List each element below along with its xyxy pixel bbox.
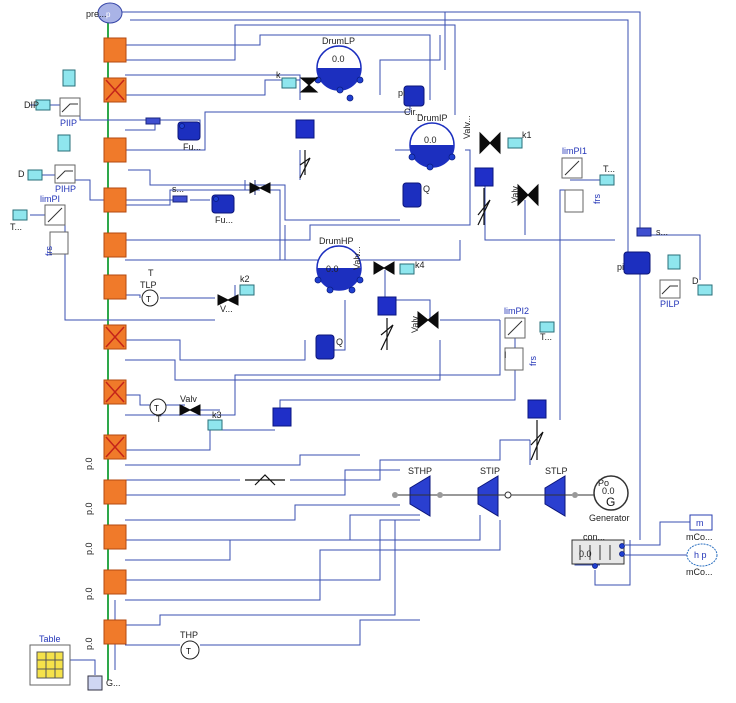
pumps: Fu... Fu... Cir... Q Q pi pi xyxy=(177,85,651,360)
input-dip: DIP xyxy=(24,100,39,110)
input-t-2: T... xyxy=(603,164,615,174)
svg-text:p.0: p.0 xyxy=(84,542,94,555)
drum-ip-value: 0.0 xyxy=(424,135,437,145)
input-d-lp: D xyxy=(692,276,699,286)
drum-ip-label: DrumIP xyxy=(417,113,448,123)
valve-label-5: Valv xyxy=(180,394,197,404)
generator-letter: G xyxy=(606,495,615,509)
pump-pi-2: pi xyxy=(398,88,405,98)
frs-label-1: frs xyxy=(44,246,54,256)
output-hp-label: mCo... xyxy=(686,567,713,577)
temperature-sensors: T TLP T T T THP xyxy=(140,280,200,660)
input-k1: k1 xyxy=(522,130,532,140)
blue-blocks xyxy=(245,119,547,486)
pump-label-1: Fu... xyxy=(183,142,201,152)
table-label: Table xyxy=(39,634,61,644)
condenser-value: 0.0 xyxy=(579,549,592,559)
sensor-thp: THP xyxy=(180,630,198,640)
piip-label: PIIP xyxy=(60,118,77,128)
generator-port: Po xyxy=(598,478,609,488)
temp-label-hp: T xyxy=(148,268,154,278)
drum-ip: DrumIP 0.0 xyxy=(408,113,456,171)
sensor-tip: T xyxy=(156,414,162,424)
connection-wires xyxy=(30,11,701,680)
turbine-lp-label: STLP xyxy=(545,466,568,476)
frs-label-3: frs xyxy=(528,356,538,366)
pump-label-2: Fu... xyxy=(215,215,233,225)
pump-q-1: Q xyxy=(423,184,430,194)
limpi2-label: limPI2 xyxy=(504,306,529,316)
svg-text:p.0: p.0 xyxy=(84,587,94,600)
drum-ip-aux: I xyxy=(504,350,507,360)
drum-lp-value: 0.0 xyxy=(332,54,345,64)
setpoint-blocks: PIIP PIHP PILP xyxy=(54,97,681,309)
output-hp-box: h p xyxy=(694,550,707,560)
condenser-label: con... xyxy=(583,532,605,542)
drum-hp-value: 0.0 xyxy=(326,264,339,274)
valves: Valv... Valv Valv... Valv Valv V... xyxy=(179,77,539,416)
limpi1-label: limPI1 xyxy=(562,146,587,156)
svg-text:T: T xyxy=(154,404,159,413)
condenser: con... 0.0 xyxy=(571,532,625,569)
pihp-label: PIHP xyxy=(55,184,76,194)
pi-controllers: limPI frs limPI1 frs limPI2 frs xyxy=(40,146,602,371)
svg-text:T: T xyxy=(186,647,191,656)
frs-label-2: frs xyxy=(592,194,602,204)
generator-value: 0.0 xyxy=(602,486,615,496)
generator-label: Generator xyxy=(589,513,630,523)
valve-label-2: Valv xyxy=(510,186,520,203)
svg-text:p.0: p.0 xyxy=(84,502,94,515)
input-k4: k4 xyxy=(415,260,425,270)
pump-pi-1: pi xyxy=(617,262,624,272)
splitter-label-1: s... xyxy=(172,184,184,194)
valve-label-6: V... xyxy=(220,304,233,314)
svg-text:p.0: p.0 xyxy=(84,637,94,650)
steam-turbines: STHP STIP STLP Po 0.0 G Generator xyxy=(392,466,630,523)
svg-text:p.0: p.0 xyxy=(84,457,94,470)
sensor-tlp: TLP xyxy=(140,280,157,290)
splitter-label-2: s... xyxy=(656,227,668,237)
source-node: p pre... xyxy=(86,2,123,24)
input-blocks: DIP D T... k k1 k2 k3 k4 D T... T... xyxy=(10,69,713,431)
valve-label-4: Valv xyxy=(410,316,420,333)
pump-q-2: Q xyxy=(336,337,343,347)
valve-label-3: Valv... xyxy=(462,115,472,139)
source-label: pre... xyxy=(86,9,107,19)
g-block-label: G... xyxy=(106,678,121,688)
heat-exchanger-column: p.0 p.0 p.0 p.0 p.0 xyxy=(84,37,127,650)
output-sensors: m mCo... h p mCo... xyxy=(686,514,718,577)
limpi-label: limPI xyxy=(40,194,60,204)
svg-text:p: p xyxy=(106,10,111,19)
drum-lp: DrumLP 0.0 xyxy=(314,36,364,102)
drum-hp-label: DrumHP xyxy=(319,236,354,246)
input-t-3: T... xyxy=(540,332,552,342)
output-m-box: m xyxy=(696,518,704,528)
valve-label-1: Valv... xyxy=(352,246,362,270)
splitters: s... s... I T xyxy=(145,117,668,360)
pump-label-3: Cir... xyxy=(404,107,423,117)
input-d: D xyxy=(18,169,25,179)
input-k: k xyxy=(276,70,281,80)
output-m-label: mCo... xyxy=(686,532,713,542)
input-k2: k2 xyxy=(240,274,250,284)
table-block: Table G... xyxy=(29,634,121,691)
drum-lp-label: DrumLP xyxy=(322,36,355,46)
input-k3: k3 xyxy=(212,410,222,420)
pilp-label: PILP xyxy=(660,299,680,309)
input-t-1: T... xyxy=(10,222,22,232)
turbine-hp-label: STHP xyxy=(408,466,432,476)
drum-hp: DrumHP 0.0 xyxy=(314,236,364,294)
turbine-ip-label: STIP xyxy=(480,466,500,476)
svg-text:T: T xyxy=(146,295,151,304)
